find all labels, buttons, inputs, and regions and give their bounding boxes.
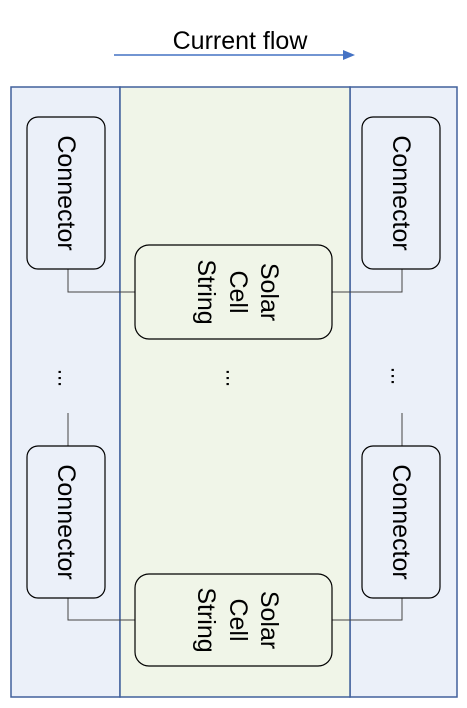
svg-text:Solar: Solar bbox=[255, 591, 283, 649]
connector-left-bottom: Connector bbox=[26, 445, 106, 599]
current-flow-arrow bbox=[114, 50, 355, 60]
connector-left-top: Connector bbox=[26, 116, 106, 270]
svg-text:Connector: Connector bbox=[52, 464, 80, 579]
ellipsis-left: ... bbox=[54, 369, 79, 387]
current-flow-title: Current flow bbox=[173, 27, 309, 55]
right-wires bbox=[332, 269, 403, 621]
connector-right-bottom: Connector bbox=[361, 445, 441, 599]
svg-text:Solar: Solar bbox=[255, 263, 283, 321]
svg-text:Connector: Connector bbox=[387, 464, 415, 579]
svg-text:Connector: Connector bbox=[52, 135, 80, 250]
svg-text:Connector: Connector bbox=[387, 135, 415, 250]
svg-text:Cell: Cell bbox=[224, 598, 252, 641]
solar-cell-string-bottom: Solar Cell String bbox=[134, 573, 333, 667]
connector-right-top: Connector bbox=[361, 116, 441, 270]
right-panel bbox=[349, 86, 458, 698]
solar-cell-string-top: Solar Cell String bbox=[134, 244, 333, 340]
svg-text:String: String bbox=[192, 259, 220, 324]
center-panel bbox=[119, 86, 351, 698]
ellipsis-center: ... bbox=[222, 369, 247, 387]
left-wires bbox=[67, 269, 135, 621]
ellipsis-right: ... bbox=[387, 367, 412, 385]
svg-text:Cell: Cell bbox=[224, 270, 252, 313]
svg-text:String: String bbox=[192, 587, 220, 652]
